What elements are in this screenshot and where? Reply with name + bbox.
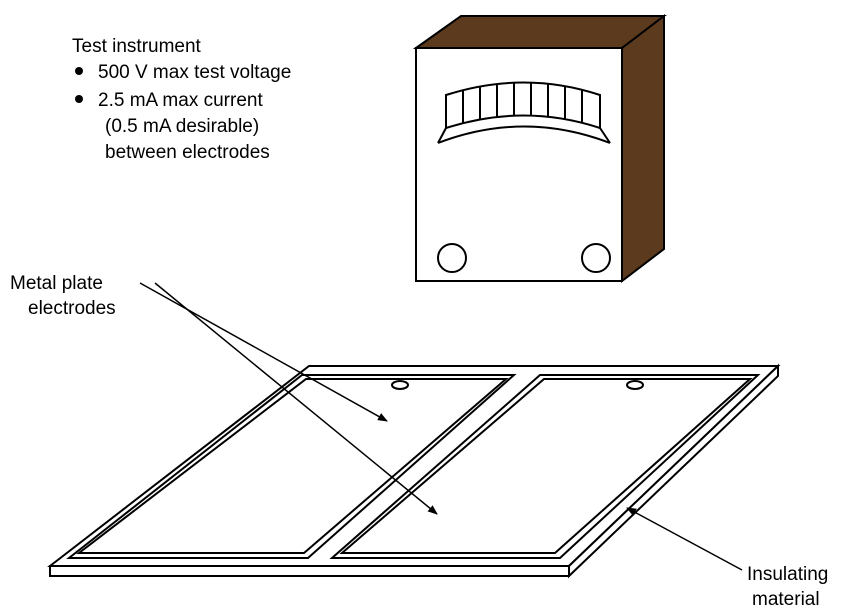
- bullet-dot-icon: [75, 67, 83, 75]
- bullet-text-current: 2.5 mA max current: [98, 90, 263, 111]
- electrode-left-hole-icon: [391, 380, 409, 390]
- electrode-right: [329, 374, 761, 559]
- insulating-label-line1: Insulating: [747, 564, 829, 585]
- bullet-test-voltage: 500 V max test voltage: [72, 62, 291, 84]
- bullet-current-desirable: (0.5 mA desirable): [105, 116, 260, 137]
- electrodes-label-line2: electrodes: [28, 298, 116, 319]
- electrode-left: [66, 374, 517, 559]
- terminal-right-icon: [581, 243, 611, 273]
- terminal-left-icon: [437, 243, 467, 273]
- electrodes-label-line1: Metal plate: [10, 273, 103, 294]
- electrode-right-hole-icon: [626, 380, 644, 390]
- meter-scale: [437, 81, 611, 144]
- slab-front-edge: [49, 565, 570, 577]
- insulating-label-line2: material: [752, 589, 820, 610]
- bullet-between-electrodes: between electrodes: [105, 142, 270, 163]
- test-instrument: [412, 13, 667, 284]
- bullet-text-voltage: 500 V max test voltage: [98, 62, 292, 83]
- arrow-to-right-electrode: [154, 282, 438, 515]
- bullet-dot-icon: [75, 95, 83, 103]
- insulating-slab: [47, 363, 781, 579]
- arrow-to-insulating-material: [626, 507, 743, 571]
- instrument-side-face: [621, 13, 665, 284]
- instrument-title: Test instrument: [72, 36, 201, 57]
- slab-right-edge: [568, 363, 779, 579]
- bullet-max-current: 2.5 mA max current: [72, 90, 263, 112]
- arrow-to-left-electrode: [139, 282, 388, 422]
- slab-top-face: [47, 365, 781, 567]
